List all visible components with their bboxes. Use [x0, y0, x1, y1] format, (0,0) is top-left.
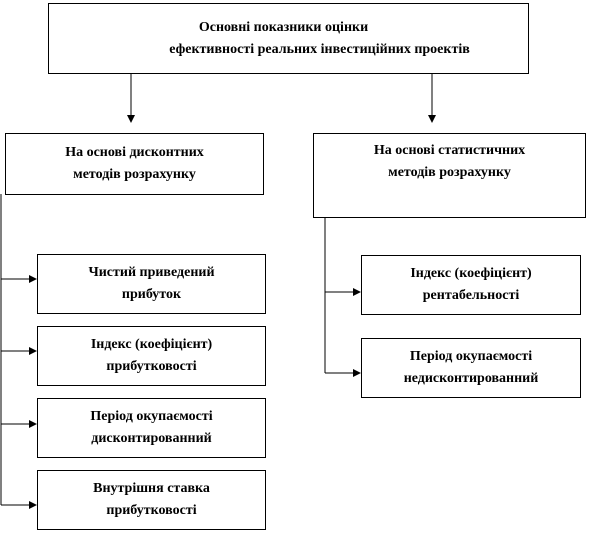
left-item-1-line-2: прибуток	[121, 287, 182, 302]
left-item-2-line-1: Індекс (коефіцієнт)	[90, 337, 213, 352]
root-title-line-1: Основні показники оцінки	[198, 19, 369, 35]
root-box: Основні показники оцінки ефективності ре…	[48, 3, 529, 74]
right-item-2-line-2: недисконтированний	[403, 371, 539, 386]
left-item-3-line-2: дисконтированний	[91, 431, 212, 446]
left-branch-line-1: На основі дисконтних	[65, 145, 204, 160]
left-branch-box: На основі дисконтних методів розрахунку	[5, 133, 264, 195]
right-branch-line-2: методів розрахунку	[388, 165, 511, 180]
left-item-discounted-payback: Період окупаємості дисконтированний	[37, 398, 266, 458]
left-item-profitability-index: Індекс (коефіцієнт) прибутковості	[37, 326, 266, 386]
right-branch-box: На основі статистичних методів розрахунк…	[313, 133, 586, 218]
left-item-1-line-1: Чистий приведений	[88, 265, 215, 280]
right-item-1-line-2: рентабельності	[422, 288, 520, 303]
right-item-1-line-1: Індекс (коефіцієнт)	[410, 266, 532, 281]
left-item-4-line-2: прибутковості	[106, 503, 197, 518]
left-item-2-line-2: прибутковості	[106, 359, 197, 374]
right-item-2-line-1: Період окупаємості	[409, 349, 533, 364]
right-item-undiscounted-payback: Період окупаємості недисконтированний	[361, 338, 581, 398]
root-title-line-2: ефективності реальних інвестиційних прое…	[169, 41, 470, 57]
right-item-rentability-index: Індекс (коефіцієнт) рентабельності	[361, 255, 581, 315]
left-branch-line-2: методів розрахунку	[73, 167, 196, 182]
left-item-4-line-1: Внутрішня ставка	[93, 481, 210, 496]
left-item-3-line-1: Період окупаємості	[90, 409, 213, 424]
left-item-internal-rate-of-return: Внутрішня ставка прибутковості	[37, 470, 266, 530]
left-item-net-present-value: Чистий приведений прибуток	[37, 254, 266, 314]
right-branch-line-1: На основі статистичних	[373, 143, 526, 158]
